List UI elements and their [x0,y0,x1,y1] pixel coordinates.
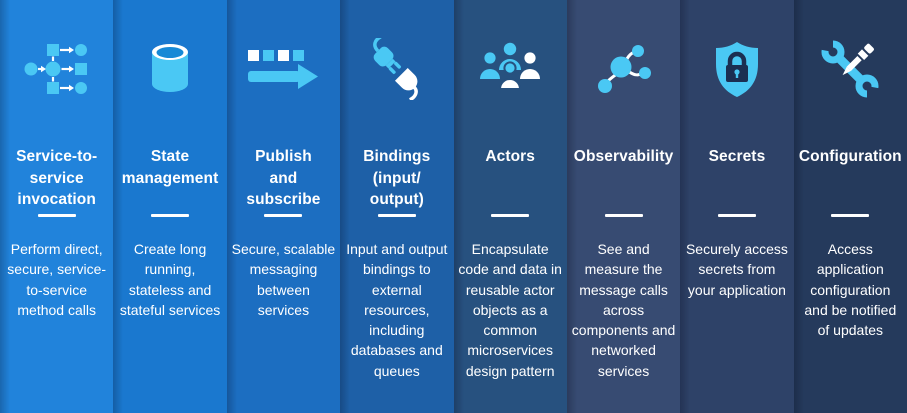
card-title: Actors [485,148,536,165]
card-description: Encapsulate code and data in reusable ac… [458,241,562,379]
wrench-screwdriver-icon [794,36,907,102]
title-separator [37,214,76,217]
card-title: Bindings (input/ output) [363,148,431,209]
shield-lock-icon [680,36,793,102]
card-state-management: State management Create long running, st… [113,0,227,413]
flowchart-icon [0,36,113,102]
card-description: Input and output bindings to external re… [346,241,448,379]
card-configuration: Configuration Access application configu… [793,0,907,413]
card-title: Observability [573,148,674,165]
card-secrets: Secrets Securely access secrets from you… [680,0,794,413]
title-separator [264,214,303,217]
title-separator [377,214,416,217]
plug-icon [340,36,453,102]
title-separator [491,214,530,217]
title-separator [151,214,190,217]
title-separator [717,214,756,217]
card-description: See and measure the message calls across… [571,241,676,379]
card-publish-subscribe: Publish and subscribe Secure, scalable m… [226,0,341,413]
card-description: Create long running, stateless and state… [119,241,221,318]
card-service-invocation: Service-to- service invocation Perform d… [0,0,114,413]
card-description: Securely access secrets from your applic… [685,241,788,298]
network-nodes-icon [567,36,680,102]
database-icon [113,36,226,102]
pubsub-arrow-icon [227,36,340,102]
card-bindings: Bindings (input/ output) Input and outpu… [340,0,454,413]
card-observability: Observability See and measure the messag… [566,0,681,413]
card-title: State management [121,148,219,187]
title-separator [831,214,870,217]
people-icon [454,36,567,102]
card-title: Secrets [708,148,766,165]
card-title: Publish and subscribe [246,148,321,209]
card-title: Configuration [798,148,902,165]
card-description: Perform direct, secure, service-to-servi… [7,241,107,318]
card-title: Service-to- service invocation [16,148,98,209]
card-description: Secure, scalable messaging between servi… [231,241,336,318]
card-description: Access application configuration and be … [804,241,897,339]
card-actors: Actors Encapsulate code and data in reus… [453,0,567,413]
title-separator [604,214,643,217]
